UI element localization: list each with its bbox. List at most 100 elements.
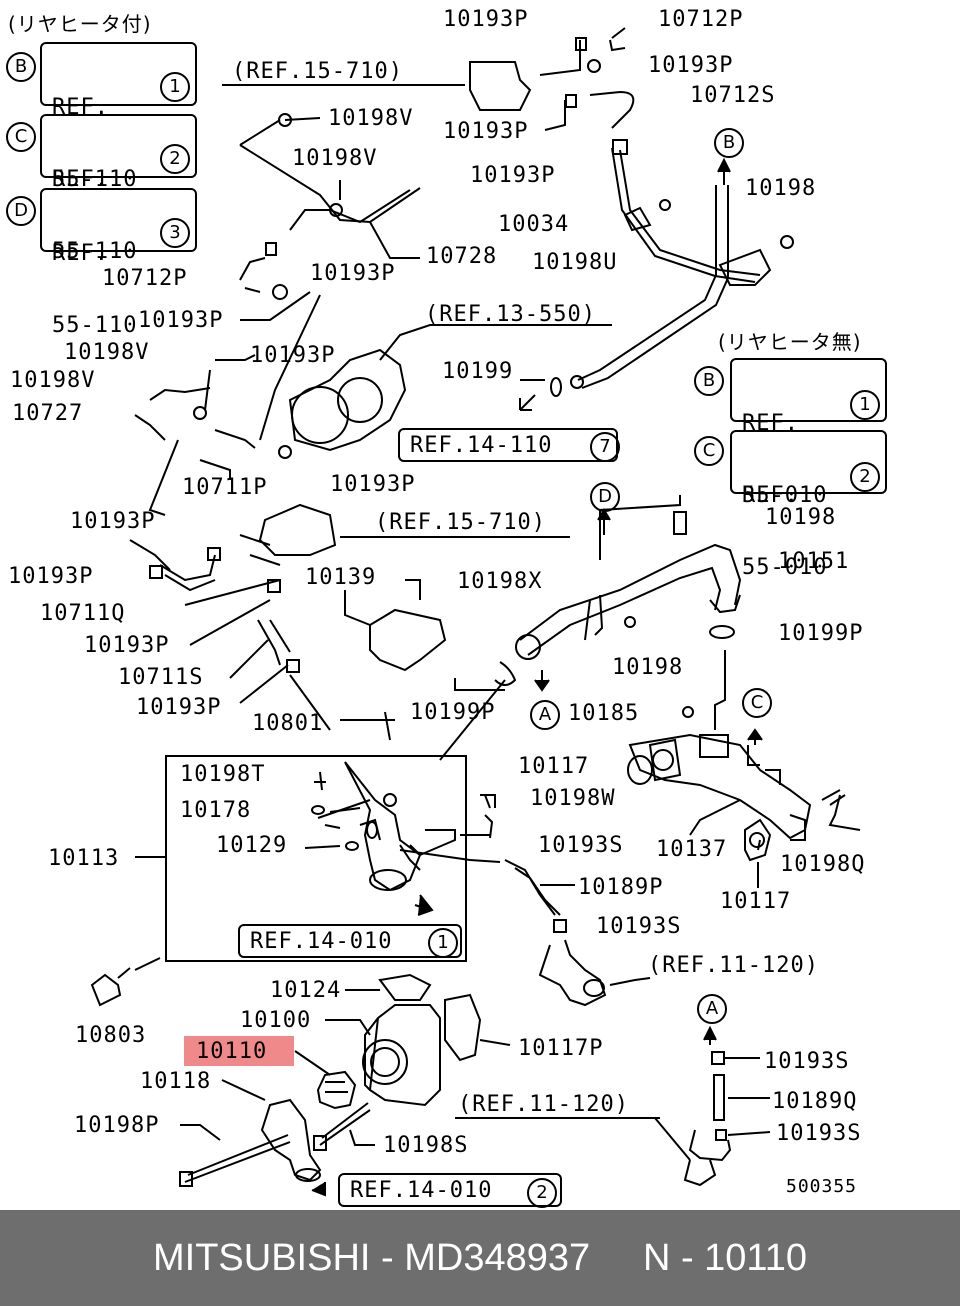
- part-label: 10198V: [292, 146, 378, 171]
- part-label: 10198X: [457, 569, 543, 594]
- circle-letter-b: B: [694, 366, 724, 396]
- part-label: 10117: [720, 889, 792, 914]
- part-label: 10189P: [578, 875, 664, 900]
- ref-13-550: (REF.13-550): [425, 302, 596, 327]
- circle-letter-b: B: [6, 52, 36, 82]
- ref-box-line1: REF.: [742, 483, 799, 508]
- ref-box-num: 3: [160, 218, 190, 248]
- ref-14-010-b-box: REF.14-010: [338, 1173, 562, 1207]
- part-label: 10712P: [658, 7, 744, 32]
- circle-letter-c: C: [694, 436, 724, 466]
- diagram-code: 500355: [786, 1176, 858, 1197]
- part-label: 10198V: [64, 340, 150, 365]
- part-label: 10189Q: [772, 1089, 858, 1114]
- part-label: 10193S: [538, 833, 624, 858]
- part-label: 10199P: [778, 621, 864, 646]
- part-label: 10728: [426, 244, 498, 269]
- ref-14-010-a-num: 1: [428, 928, 458, 958]
- part-label: 10193P: [443, 7, 529, 32]
- ref-14-110-num: 7: [590, 432, 620, 462]
- part-label: 10178: [180, 798, 252, 823]
- part-label: 10198S: [383, 1133, 469, 1158]
- ref-14-010-a-box: REF.14-010: [238, 924, 462, 958]
- part-label: 10199P: [410, 700, 496, 725]
- footer-separator: -: [370, 1236, 405, 1279]
- part-label: 10193P: [8, 564, 94, 589]
- ref-box-line2: 55-010: [742, 483, 828, 508]
- parts-diagram: (リヤヒータ付) (リヤヒータ無) B REF. 55-110 1 C REF.…: [6, 7, 887, 1208]
- circle-letter-c: C: [6, 122, 36, 152]
- diagram-drawing: [90, 27, 861, 1197]
- footer-gap: [590, 1237, 643, 1280]
- ref-15-710-mid: (REF.15-710): [375, 510, 546, 535]
- arrow-letter-b: B: [714, 128, 744, 158]
- part-label: 10129: [216, 833, 288, 858]
- part-label: 10198U: [532, 250, 618, 275]
- circle-letter-d: D: [6, 196, 36, 226]
- part-label: 10711S: [118, 665, 204, 690]
- part-label: 10193P: [470, 163, 556, 188]
- part-label: 10193S: [776, 1121, 862, 1146]
- arrow-letter-a: A: [697, 994, 727, 1024]
- ref-box-line1: REF.: [52, 167, 109, 192]
- ref-14-110: REF.14-110: [410, 433, 553, 458]
- footer-part-number: MD348937: [404, 1236, 591, 1279]
- part-label: 10124: [270, 978, 342, 1003]
- part-label: 10712P: [102, 266, 188, 291]
- part-label: 10117: [518, 754, 590, 779]
- part-label: 10198W: [530, 786, 616, 811]
- highlight-marker: [184, 1036, 294, 1066]
- part-label: 10712S: [690, 83, 776, 108]
- ref-box-num: 1: [160, 72, 190, 102]
- ref-box-num: 1: [850, 390, 880, 420]
- part-label: 10198V: [10, 368, 96, 393]
- part-label: 10113: [48, 846, 120, 871]
- part-label: 10151: [778, 549, 850, 574]
- part-label: 10118: [140, 1069, 212, 1094]
- part-label: 10193S: [596, 914, 682, 939]
- part-label: 10711Q: [40, 601, 126, 626]
- ref-box-line2: 55-110: [52, 313, 138, 338]
- part-label: 10193P: [310, 261, 396, 286]
- part-label: 10199: [442, 359, 514, 384]
- part-label: 10198: [745, 176, 817, 201]
- ref-box-right-c: REF. 55-010: [730, 430, 887, 580]
- ref-15-710-top: (REF.15-710): [232, 59, 403, 84]
- ref-11-120-b: (REF.11-120): [458, 1092, 629, 1117]
- ref-box-line2: 55-110: [52, 167, 138, 192]
- part-label: 10193P: [84, 633, 170, 658]
- part-label: 10117P: [518, 1036, 604, 1061]
- ref-11-120-a: (REF.11-120): [648, 953, 819, 978]
- part-label: 10193P: [70, 509, 156, 534]
- part-label: 10803: [75, 1023, 147, 1048]
- with-rear-heater-label: (リヤヒータ付): [8, 12, 152, 36]
- part-label: 10801: [252, 711, 324, 736]
- footer-position: N - 10110: [642, 1236, 807, 1279]
- ref-14-010-a: REF.14-010: [250, 929, 393, 954]
- ref-14-010-b: REF.14-010: [350, 1178, 493, 1203]
- part-label: 10193S: [764, 1049, 850, 1074]
- part-label: 10198V: [328, 106, 414, 131]
- part-label: 10193P: [250, 343, 336, 368]
- ref-box-num: 2: [850, 462, 880, 492]
- part-label: 10727: [12, 401, 84, 426]
- ref-box-left-c: REF. 55-110: [40, 114, 197, 264]
- part-label: 10711P: [182, 475, 268, 500]
- part-label: 10139: [305, 565, 377, 590]
- part-label: 10198T: [180, 762, 266, 787]
- ref-box-left-d: REF. 55-110: [40, 188, 197, 338]
- part-label: 10137: [656, 837, 728, 862]
- part-label: 10193P: [648, 53, 734, 78]
- ref-box-line1: REF.: [52, 241, 109, 266]
- part-label: 10193P: [330, 472, 416, 497]
- ref-box-right-b: REF. 55-010: [730, 358, 887, 508]
- ref-14-110-box: REF.14-110: [398, 428, 618, 462]
- part-label: 10198: [612, 655, 684, 680]
- part-label: 10193P: [443, 119, 529, 144]
- without-rear-heater-label: (リヤヒータ無): [718, 330, 862, 354]
- part-label: 10100: [240, 1008, 312, 1033]
- arrow-letter-d: D: [590, 482, 620, 512]
- part-label: 10198Q: [780, 852, 866, 877]
- ref-14-010-b-num: 2: [527, 1178, 557, 1208]
- ref-box-num: 2: [160, 144, 190, 174]
